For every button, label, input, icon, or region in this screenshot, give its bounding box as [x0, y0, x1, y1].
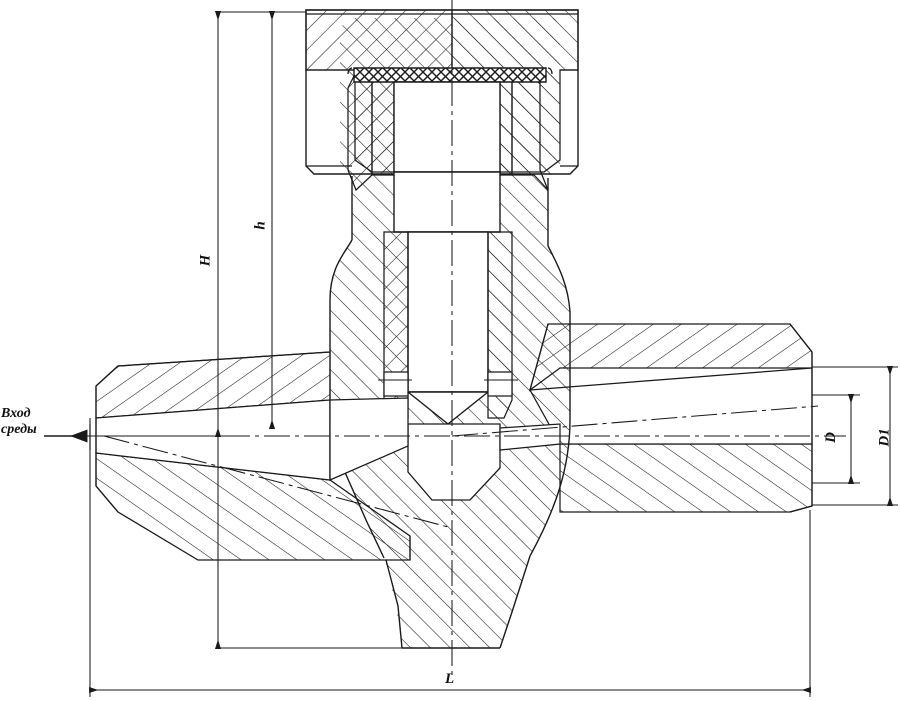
- gland-left: [347, 71, 395, 192]
- outlet-pipe: [528, 323, 813, 513]
- valve-stem: [393, 81, 501, 425]
- dimension-bottom-extension: [214, 436, 500, 649]
- seat-passage: [407, 423, 501, 501]
- flow-inlet-label: Вход среды: [1, 406, 37, 438]
- flow-inlet-line1: Вход: [1, 406, 31, 421]
- dimension-D1: [812, 366, 898, 506]
- dimension-L: [89, 418, 811, 697]
- gasket: [347, 67, 553, 83]
- dimension-label-h: h: [252, 221, 269, 230]
- dimension-label-L: L: [445, 671, 455, 687]
- dimension-label-H: H: [197, 254, 214, 267]
- dimension-D: [812, 394, 860, 484]
- dimension-label-D: D: [822, 432, 839, 443]
- flow-inlet-line2: среды: [1, 422, 37, 438]
- dimension-h: [268, 11, 306, 429]
- dimension-label-D1: D1: [876, 428, 893, 447]
